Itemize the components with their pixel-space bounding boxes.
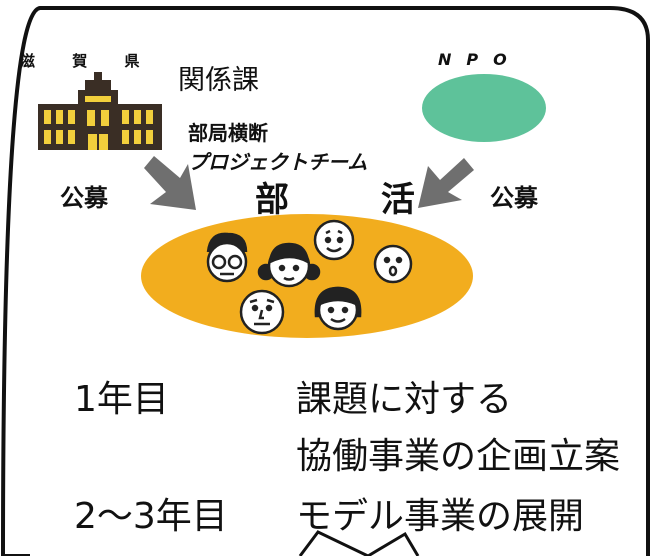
timeline-desc-1b: 協働事業の企画立案	[296, 436, 621, 477]
callout-notch	[298, 530, 420, 556]
club-label: 部 活	[255, 180, 455, 220]
team-label-line1: 部局横断	[188, 121, 268, 145]
recruit-label-left: 公募	[60, 184, 108, 212]
npo-ellipse	[422, 74, 546, 142]
frame-border	[0, 6, 650, 556]
face-pigtails-icon	[257, 242, 321, 288]
timeline-desc-2: モデル事業の展開	[296, 496, 585, 537]
face-smile-icon	[313, 219, 355, 261]
face-surprised-icon	[373, 244, 413, 284]
building-icon	[38, 72, 162, 150]
team-label-line2: プロジェクトチーム	[188, 150, 368, 174]
section-label: 関係課	[178, 65, 259, 96]
arrow-left	[144, 156, 196, 210]
recruit-label-right: 公募	[490, 184, 538, 212]
arrow-right	[418, 158, 474, 208]
face-old-icon	[239, 289, 285, 335]
timeline-year-1: 1年目	[74, 379, 169, 420]
npo-label: NPO	[438, 50, 522, 69]
timeline-desc-1a: 課題に対する	[296, 379, 513, 420]
face-glasses-icon	[206, 232, 248, 283]
prefecture-label: 滋 賀 県	[20, 52, 156, 70]
face-bob-icon	[314, 286, 362, 331]
timeline-year-2: 2～3年目	[74, 496, 228, 537]
